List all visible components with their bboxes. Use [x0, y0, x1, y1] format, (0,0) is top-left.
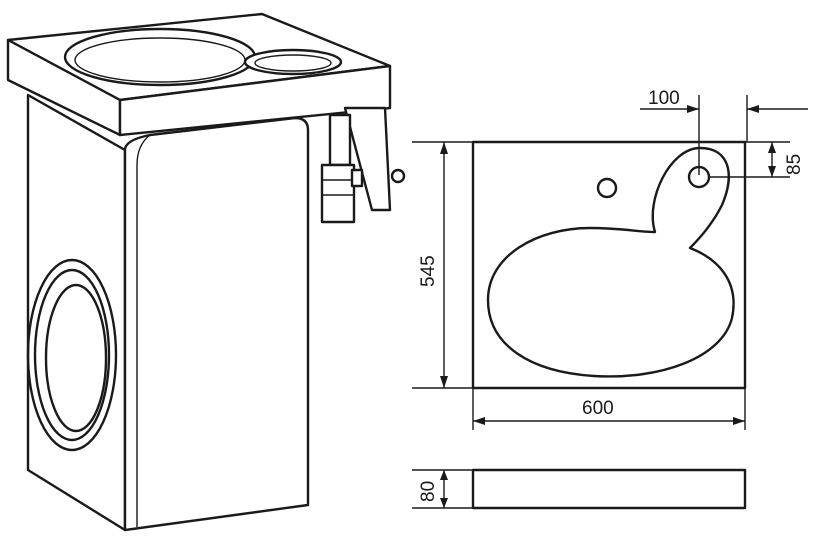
dimension-lines [412, 95, 808, 509]
basin-slab [6, 12, 392, 137]
front-rounded-edge [136, 134, 151, 527]
slab-front-edge [118, 64, 392, 137]
siphon-drain [320, 106, 406, 224]
countertop-outline [471, 140, 747, 390]
tap-platform [243, 48, 343, 76]
dimension-label-600: 600 [582, 398, 614, 419]
washing-machine-front [123, 116, 310, 532]
dimension-label-100: 100 [648, 88, 680, 109]
washing-machine-3d-view [6, 12, 406, 532]
dimension-label-545: 545 [418, 255, 439, 287]
top-view-drawing [471, 140, 747, 390]
dimension-label-85: 85 [784, 154, 805, 175]
side-view-slab [471, 468, 747, 510]
basin-outline [486, 146, 735, 378]
overflow-hole [596, 177, 618, 199]
dimension-label-80: 80 [418, 481, 439, 502]
machine-door [26, 258, 118, 452]
